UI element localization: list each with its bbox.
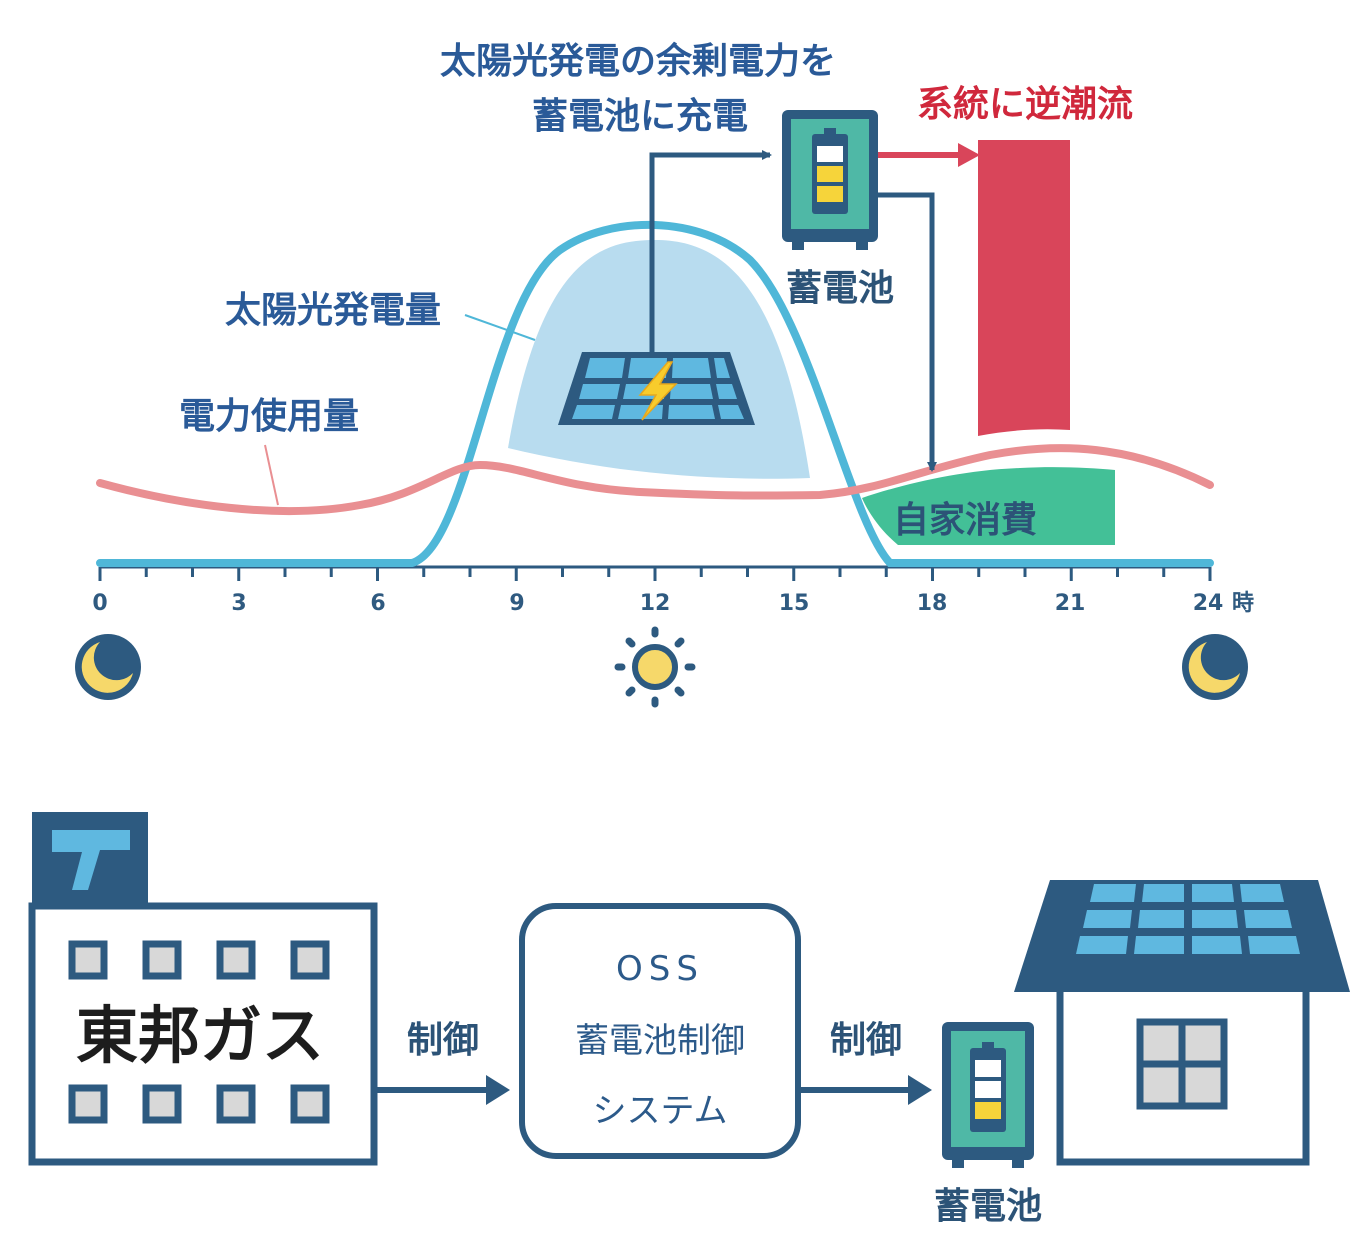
tick-label: 3 [231,591,246,616]
battery-icon [942,1022,1034,1168]
tick-label: 18 [917,591,948,616]
power-usage-curve [96,444,1214,516]
axis-tick-labels: 0 3 6 9 12 15 18 21 24 時 [92,591,1254,616]
sun-icon [614,626,696,708]
usage-label-pointer [264,444,279,506]
solar-label-pointer [464,314,536,341]
tick-label: 9 [509,591,524,616]
battery-label-bottom: 蓄電池 [934,1186,1042,1227]
control-arrow-right-head [908,1075,932,1105]
lightning-icon [638,361,678,421]
system-name-line2: 蓄電池制御 [575,1021,745,1061]
tick-label: 15 [779,591,810,616]
company-name: 東邦ガス [76,999,324,1072]
control-arrow-left-head [486,1075,510,1105]
self-consumption-label: 自家消費 [893,500,1037,541]
discharge-arrow [878,192,937,472]
crescent-moon-icon [1182,634,1248,700]
solar-panel-icon [558,352,755,425]
axis-ticks [98,567,1212,581]
charge-arrow [649,150,772,352]
self-consumption-area [862,467,1115,545]
tick-label: 21 [1055,591,1086,616]
grid-export-arrowhead [958,143,980,167]
tick-label: 12 [640,591,671,616]
battery-icon [782,110,878,250]
battery-label-top: 蓄電池 [786,268,894,309]
tick-label: 6 [370,591,385,616]
company-building: 東邦ガス [28,812,378,1166]
control-label-left: 制御 [407,1020,479,1061]
solar-generation-curve [96,220,1214,567]
oss-system-box [519,903,801,1159]
crescent-moon-icon [75,634,141,700]
system-name-line1: OSS [616,949,704,989]
tick-label: 0 [92,591,107,616]
charge-label-line1: 太陽光発電の余剰電力を [440,40,836,82]
charge-label-line2: 蓄電池に充電 [532,96,748,137]
hour-unit-label: 時 [1232,591,1254,616]
control-label-right: 制御 [830,1020,902,1061]
house-icon [1014,880,1350,1166]
control-flow: 東邦ガス 制御 OSS 蓄電池制御 システム 制御 蓄電池 [28,812,1350,1227]
tick-label: 24 [1193,591,1224,616]
company-logo-icon [52,830,130,890]
grid-export-bar [978,140,1070,436]
grid-export-label: 系統に逆潮流 [917,84,1133,125]
power-usage-label: 電力使用量 [179,396,359,437]
system-name-line3: システム [593,1091,728,1131]
power-chart: 0 3 6 9 12 15 18 21 24 時 [75,40,1254,708]
solar-generation-label: 太陽光発電量 [225,290,441,331]
